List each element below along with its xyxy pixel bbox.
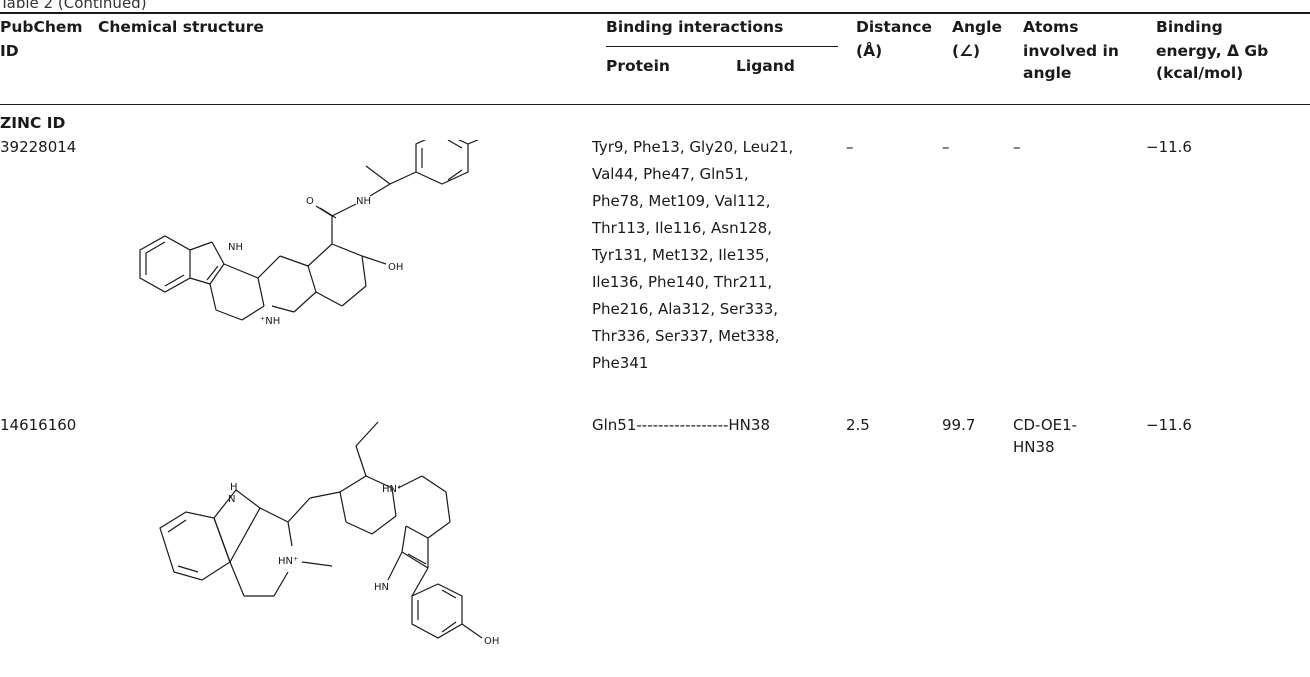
header-binding-energy: Binding energy, Δ Gb (kcal/mol)	[1156, 18, 1269, 82]
row1-interaction-line: Phe78, Met109, Val112,	[592, 192, 771, 210]
header-bottom-rule	[0, 104, 1310, 105]
row2-id: 14616160	[0, 416, 77, 434]
header-distance: Distance (Å)	[856, 18, 933, 60]
hydroxyl-label: OH	[484, 636, 499, 647]
hn-plus-right-label: HN⁺	[382, 484, 402, 495]
header-ligand: Ligand	[736, 57, 795, 75]
chlorine-label: Cl	[496, 140, 506, 143]
header-pubchem-id: PubChem ID	[0, 18, 83, 60]
row1-atoms: –	[1013, 138, 1021, 156]
row1-interaction-line: Thr113, Ile116, Asn128,	[592, 219, 772, 237]
row1-interactions: Tyr9, Phe13, Gly20, Leu21, Val44, Phe47,…	[592, 134, 793, 377]
n-indole-label: N	[228, 494, 235, 505]
row1-interaction-line: Tyr9, Phe13, Gly20, Leu21,	[592, 138, 794, 156]
row1-angle: –	[942, 138, 950, 156]
row1-distance: –	[846, 138, 854, 156]
header-chemical-structure: Chemical structure	[98, 18, 264, 36]
section-label-zinc-id: ZINC ID	[0, 114, 66, 132]
oxygen-label: O	[306, 196, 314, 207]
header-angle: Angle (∠)	[952, 18, 1002, 60]
hydroxy-benzene-ring	[411, 583, 463, 639]
nh-amide-label: NH	[356, 196, 371, 207]
hn-plus-left-label: HN⁺	[278, 556, 298, 567]
benzene-ring	[139, 235, 191, 293]
row1-interaction-line: Tyr131, Met132, Ile135,	[592, 246, 770, 264]
header-protein: Protein	[606, 57, 670, 75]
row1-chemical-structure: NH ⁺NH O NH Cl OH	[139, 140, 506, 327]
binding-interactions-subrule	[606, 46, 838, 47]
row2-distance: 2.5	[846, 416, 870, 434]
row1-interaction-line: Val44, Phe47, Gln51,	[592, 165, 749, 183]
row1-interaction-line: Phe216, Ala312, Ser333,	[592, 300, 779, 318]
row1-energy: −11.6	[1146, 138, 1192, 156]
left-benzene-ring	[159, 511, 231, 581]
nh-plus-label: ⁺NH	[260, 316, 280, 327]
row1-id: 39228014	[0, 138, 77, 156]
row1-interaction-line: Thr336, Ser337, Met338,	[592, 327, 780, 345]
row1-interaction-line: Ile136, Phe140, Thr211,	[592, 273, 773, 291]
hydroxyl-label: OH	[388, 262, 403, 273]
h-indole-label: H	[230, 482, 238, 493]
row2-chemical-structure: H N HN⁺ HN⁺ HN OH	[159, 421, 499, 647]
table-top-rule	[0, 12, 1310, 14]
row2-energy: −11.6	[1146, 416, 1192, 434]
row2-angle: 99.7	[942, 416, 976, 434]
hn-lower-label: HN	[374, 582, 389, 593]
row2-atoms: CD-OE1- HN38	[1013, 416, 1078, 456]
header-binding-interactions: Binding interactions	[606, 18, 784, 36]
nh-indole-label: NH	[228, 242, 243, 253]
table-caption: Table 2 (Continued)	[0, 0, 147, 12]
header-atoms: Atoms involved in angle	[1023, 18, 1119, 82]
row1-interaction-line: Phe341	[592, 354, 649, 372]
row2-interaction-line: Gln51-----------------HN38	[592, 416, 770, 434]
